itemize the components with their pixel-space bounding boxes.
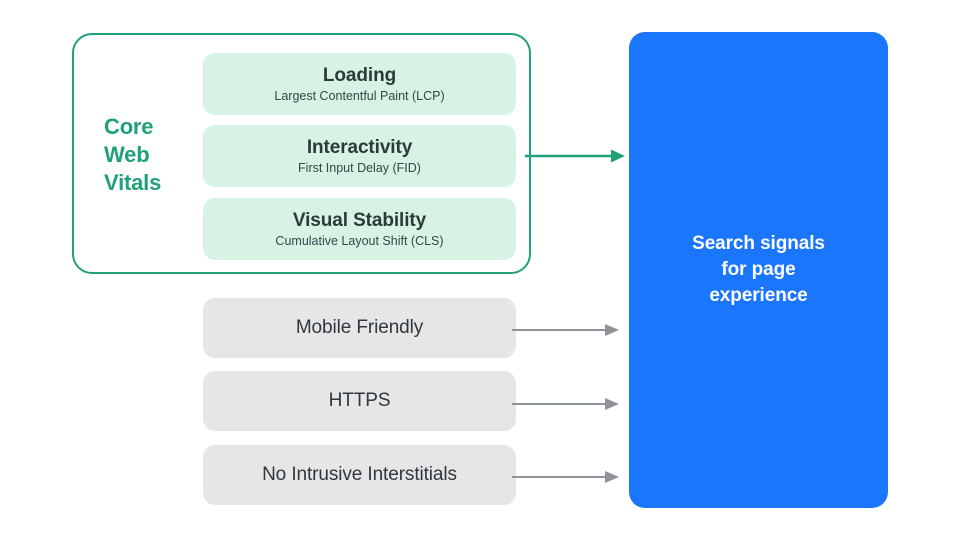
search-signals-panel: Search signals for page experience — [629, 32, 888, 508]
metric-subtitle: Cumulative Layout Shift (CLS) — [275, 233, 444, 248]
search-signals-label: Search signals for page experience — [692, 233, 825, 306]
signal-label: No Intrusive Interstitials — [262, 464, 457, 486]
signal-label: HTTPS — [328, 390, 391, 412]
core-web-vitals-group — [72, 33, 531, 274]
arrow-no-intrusive-interstitials-to-search-signals — [512, 471, 619, 483]
metric-card-interactivity: Interactivity First Input Delay (FID) — [203, 125, 516, 187]
metric-title: Interactivity — [306, 136, 413, 158]
metric-subtitle: First Input Delay (FID) — [298, 160, 421, 175]
metric-title: Loading — [322, 64, 397, 86]
arrow-https-to-search-signals — [512, 398, 619, 410]
arrow-mobile-friendly-to-search-signals — [512, 324, 619, 336]
metric-card-visual-stability: Visual Stability Cumulative Layout Shift… — [203, 198, 516, 260]
signal-label: Mobile Friendly — [295, 317, 424, 339]
metric-card-loading: Loading Largest Contentful Paint (LCP) — [203, 53, 516, 115]
arrow-core-web-vitals-to-search-signals — [525, 149, 625, 163]
metric-title: Visual Stability — [292, 209, 427, 231]
core-web-vitals-label: Core Web Vitals — [104, 114, 162, 196]
signal-box-mobile-friendly: Mobile Friendly — [203, 298, 516, 358]
metric-subtitle: Largest Contentful Paint (LCP) — [274, 88, 445, 103]
signal-box-https: HTTPS — [203, 371, 516, 431]
signal-box-no-intrusive-interstitials: No Intrusive Interstitials — [203, 445, 516, 505]
